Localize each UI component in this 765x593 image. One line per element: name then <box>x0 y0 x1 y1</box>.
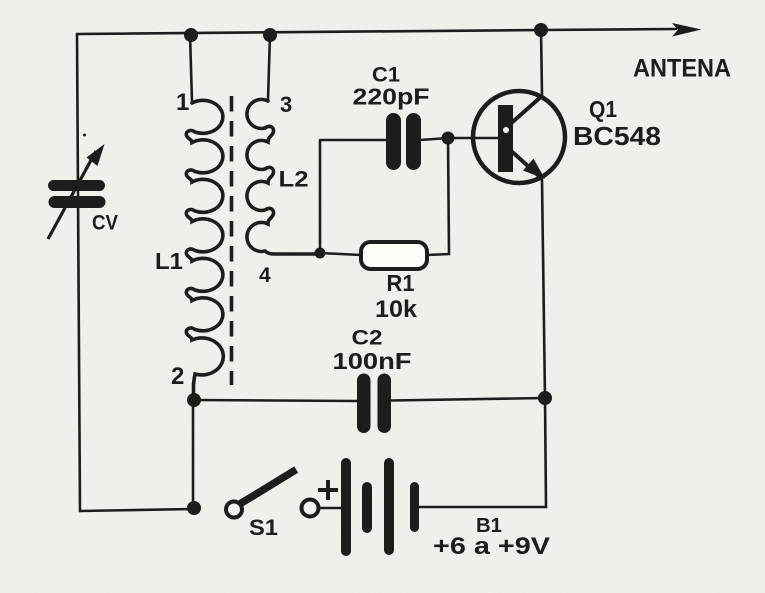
svg-text:4: 4 <box>259 264 271 287</box>
svg-text:CV: CV <box>92 212 118 235</box>
svg-text:B1: B1 <box>476 515 502 537</box>
svg-text:C1: C1 <box>372 63 400 87</box>
svg-text:220pF: 220pF <box>353 84 430 110</box>
svg-text:3: 3 <box>280 92 292 117</box>
svg-text:BC548: BC548 <box>573 121 661 151</box>
svg-text:2: 2 <box>171 363 184 390</box>
svg-text:S1: S1 <box>249 515 278 540</box>
svg-text:L2: L2 <box>279 167 309 192</box>
svg-text:10k: 10k <box>375 296 418 323</box>
svg-text:100nF: 100nF <box>333 348 412 374</box>
svg-text:R1: R1 <box>387 270 415 296</box>
svg-text:C2: C2 <box>352 326 383 350</box>
svg-text:1: 1 <box>176 89 189 116</box>
svg-text:Q1: Q1 <box>589 96 617 122</box>
svg-text:ANTENA: ANTENA <box>633 55 731 83</box>
svg-text:L1: L1 <box>155 248 183 274</box>
svg-text:+6 a +9V: +6 a +9V <box>433 533 550 560</box>
